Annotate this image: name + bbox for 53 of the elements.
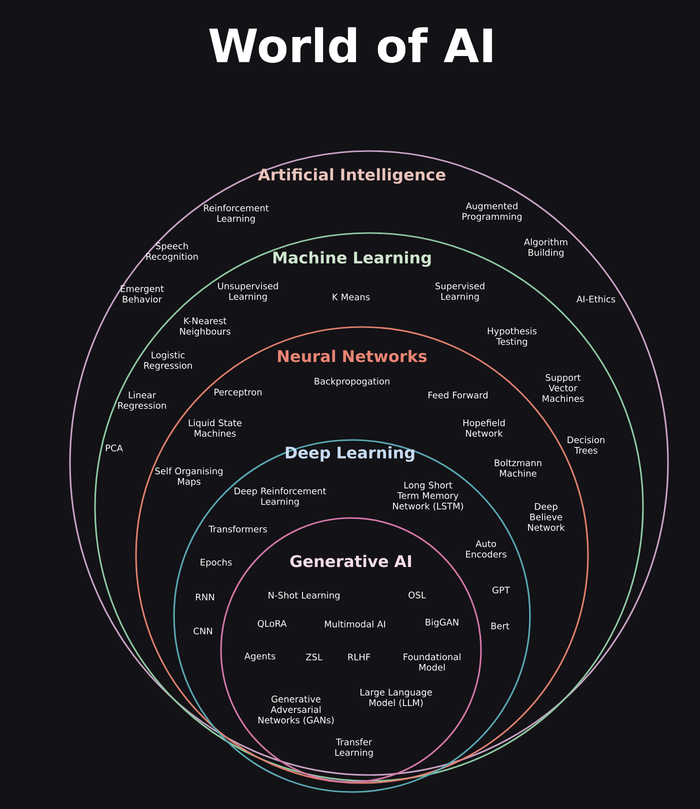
term-label: ZSL: [306, 654, 322, 660]
term-label: Speech Recognition: [146, 242, 198, 262]
term-label: Deep Reinforcement Learning: [234, 487, 326, 507]
term-label: Algorithm Building: [524, 238, 568, 258]
term-label: Multimodal AI: [324, 620, 386, 628]
term-label: Transformers: [208, 526, 267, 532]
term-label: Self Organising Maps: [155, 467, 222, 487]
term-label: Hopefield Network: [463, 419, 505, 437]
term-label: Decision Trees: [568, 436, 604, 454]
term-label: K-Nearest Neighbours: [180, 318, 230, 336]
term-label: Augmented Programming: [462, 202, 522, 222]
term-label: Generative Adversarial Networks (GANs): [258, 696, 334, 725]
term-label: RLHF: [348, 654, 370, 660]
term-label: Linear Regression: [118, 391, 166, 411]
circle-heading: Neural Networks: [278, 350, 427, 362]
term-label: Hypothesis Testing: [488, 327, 537, 347]
circle-outline: [94, 232, 644, 782]
term-label: Boltzmann Machine: [494, 459, 542, 477]
term-label: Transfer Learning: [335, 738, 373, 758]
circle-heading: Artificial Intelligence: [258, 168, 446, 184]
term-label: Emergent Behavior: [120, 285, 164, 303]
term-label: Large Language Model (LLM): [360, 688, 432, 708]
term-label: Epochs: [200, 558, 232, 568]
term-label: RNN: [196, 594, 214, 600]
term-label: Long Short Term Memory Network (LSTM): [393, 482, 464, 511]
term-label: Support Vector Machines: [542, 374, 584, 402]
circle-heading: Machine Learning: [273, 251, 431, 267]
term-label: OSL: [408, 592, 426, 598]
term-label: Supervised Learning: [436, 282, 484, 302]
term-label: BigGAN: [426, 618, 458, 628]
term-label: K Means: [332, 294, 370, 300]
term-label: Bert: [491, 622, 510, 630]
term-label: GPT: [492, 586, 510, 594]
term-label: Deep Believe Network: [528, 503, 565, 531]
term-label: AI-Ethics: [576, 296, 616, 302]
term-label: Agents: [244, 652, 276, 662]
term-label: Unsupervised Learning: [218, 282, 278, 302]
term-label: Reinforcement Learning: [204, 204, 269, 224]
circle-outline: [69, 150, 669, 776]
term-label: Logistic Regression: [144, 351, 192, 371]
term-label: CNN: [194, 628, 212, 634]
term-label: Auto Encoders: [466, 540, 506, 558]
term-label: Perceptron: [214, 388, 262, 398]
title: World of AI: [209, 27, 492, 63]
circle-heading: Generative AI: [290, 554, 411, 568]
term-label: QLoRA: [258, 620, 287, 628]
circle-heading: Deep Learning: [286, 446, 414, 462]
term-label: Feed Forward: [428, 392, 488, 398]
term-label: N-Shot Learning: [268, 592, 340, 600]
term-label: Backpropogation: [314, 378, 390, 386]
term-label: PCA: [106, 444, 123, 452]
term-label: Liquid State Machines: [188, 419, 242, 437]
term-label: Foundational Model: [404, 653, 460, 671]
